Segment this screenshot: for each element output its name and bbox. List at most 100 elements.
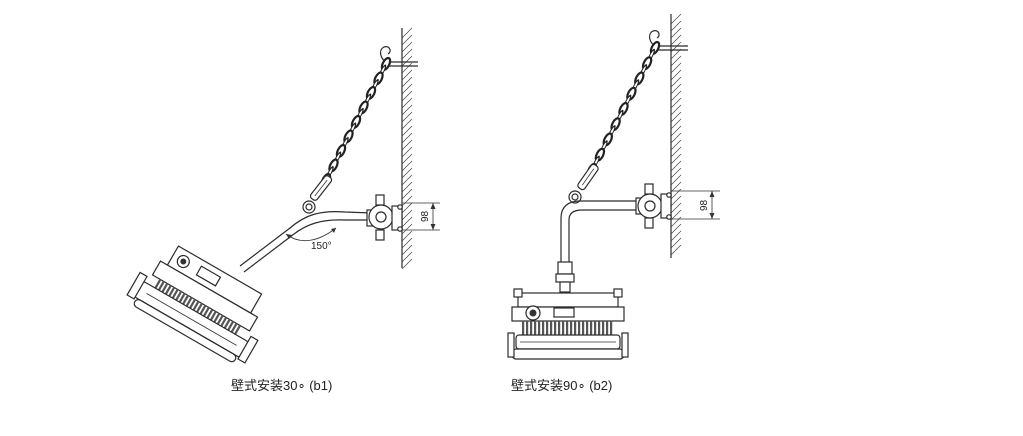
wall-hatch-line (401, 216, 413, 228)
wall-hatch-line (401, 34, 413, 46)
wall-hatch-line (670, 209, 682, 221)
wall-hatch-line (670, 244, 682, 256)
turnbuckle-b1 (302, 175, 333, 214)
heatsink-fin (161, 282, 169, 293)
heatsink-fin (192, 300, 200, 311)
wall-hatch-line (401, 223, 413, 235)
wall-hatch-line (401, 41, 413, 53)
wall-hook-b1 (379, 46, 418, 67)
wall-hatch-line (401, 188, 413, 200)
heatsink-fin (566, 321, 569, 335)
wall-hatch-line (670, 104, 682, 116)
figure-b1: 98 150° (126, 27, 440, 364)
heatsink-fin (199, 304, 207, 315)
heatsink-fin (574, 321, 577, 335)
heatsink-fin (590, 321, 593, 335)
heatsink-fin (178, 292, 186, 303)
wall-hatch-line (401, 146, 413, 158)
lamp-b1 (126, 245, 263, 364)
bracket-arm-b1 (239, 210, 373, 273)
heatsink-fin (223, 318, 231, 329)
heatsink-fin (530, 321, 533, 335)
wall-hatch-line (670, 76, 682, 88)
wall-hatch-line (670, 202, 682, 214)
wall-hatch-line (401, 195, 413, 207)
junction-box-b2 (635, 183, 672, 229)
wall-hatch-line (401, 111, 413, 123)
heatsink-fin (582, 321, 585, 335)
heatsink-fin (610, 321, 613, 335)
heatsink-fin (168, 286, 176, 297)
wall-hatch-line (401, 251, 413, 263)
heatsink-fin (542, 321, 545, 335)
wall-hatch-line (401, 160, 413, 172)
wall-hatch-line (670, 160, 682, 172)
wall-b2 (670, 13, 682, 258)
heatsink-fin (154, 278, 162, 289)
dimension-b1: 98 (402, 202, 440, 231)
heatsink-fin (206, 308, 214, 319)
wall-hatch-line (401, 97, 413, 109)
wall-hatch-line (401, 181, 413, 193)
wall-hatch-line (401, 125, 413, 137)
wall-hatch-line (670, 118, 682, 130)
heatsink-fin (578, 321, 581, 335)
chain-b1 (319, 55, 393, 189)
heatsink-fin (216, 314, 224, 325)
wall-hatch-line (670, 34, 682, 46)
angle-label-b1: 150° (311, 241, 332, 252)
heatsink-fin (202, 306, 210, 317)
heatsink-fin (189, 298, 196, 309)
caption-b2: 壁式安装90∘ (b2) (511, 378, 613, 393)
bracket-arm-b2 (555, 200, 640, 293)
wall-hatch-line (401, 55, 413, 67)
wall-hatch-line (401, 230, 413, 242)
wall-hatch-line (401, 139, 413, 151)
heatsink-fin (594, 321, 597, 335)
wall-hatch-line (670, 237, 682, 249)
wall-hatch-line (670, 69, 682, 81)
heatsink-fin (213, 312, 221, 323)
wall-hatch-line (670, 132, 682, 144)
wall-hatch-line (670, 27, 682, 39)
wall-hatch-line (670, 139, 682, 151)
wall-hatch-line (670, 20, 682, 32)
heatsink-fin (558, 321, 561, 335)
wall-hatch-line (670, 167, 682, 179)
wall-hatch-line (670, 62, 682, 74)
junction-box-b1 (366, 194, 403, 241)
wall-hatch-line (401, 237, 413, 249)
heatsink-fin (234, 324, 242, 335)
wall-hatch-line (670, 153, 682, 165)
heatsink-fin (171, 288, 179, 299)
turnbuckle-b2 (568, 163, 599, 204)
heatsink-fin (562, 321, 565, 335)
wall-hook-b2 (648, 30, 688, 51)
heatsink-fin (220, 316, 228, 327)
heatsink-fin (550, 321, 553, 335)
heatsink-fin (534, 321, 537, 335)
wall-hatch-line (670, 48, 682, 60)
dimension-b2: 98 (671, 190, 720, 220)
wall-hatch-line (401, 104, 413, 116)
wall-hatch-line (401, 69, 413, 81)
wall-hatch-line (670, 90, 682, 102)
heatsink-fin (606, 321, 609, 335)
wall-hatch-line (670, 181, 682, 193)
wall-hatch-line (670, 111, 682, 123)
wall-hatch-line (670, 97, 682, 109)
wall-hatch-line (401, 174, 413, 186)
chain-b2 (585, 39, 662, 179)
heatsink-fin (209, 310, 217, 321)
wall-hatch-line (401, 27, 413, 39)
heatsink-fin (602, 321, 605, 335)
wall-hatch-line (401, 48, 413, 60)
heatsink-fin (227, 320, 235, 331)
heatsink-fin (598, 321, 601, 335)
wall-hatch-line (401, 202, 413, 214)
wall-hatch-line (401, 62, 413, 74)
wall-hatch-line (401, 83, 413, 95)
heatsink-fin (175, 290, 183, 301)
wall-hatch-line (670, 125, 682, 137)
